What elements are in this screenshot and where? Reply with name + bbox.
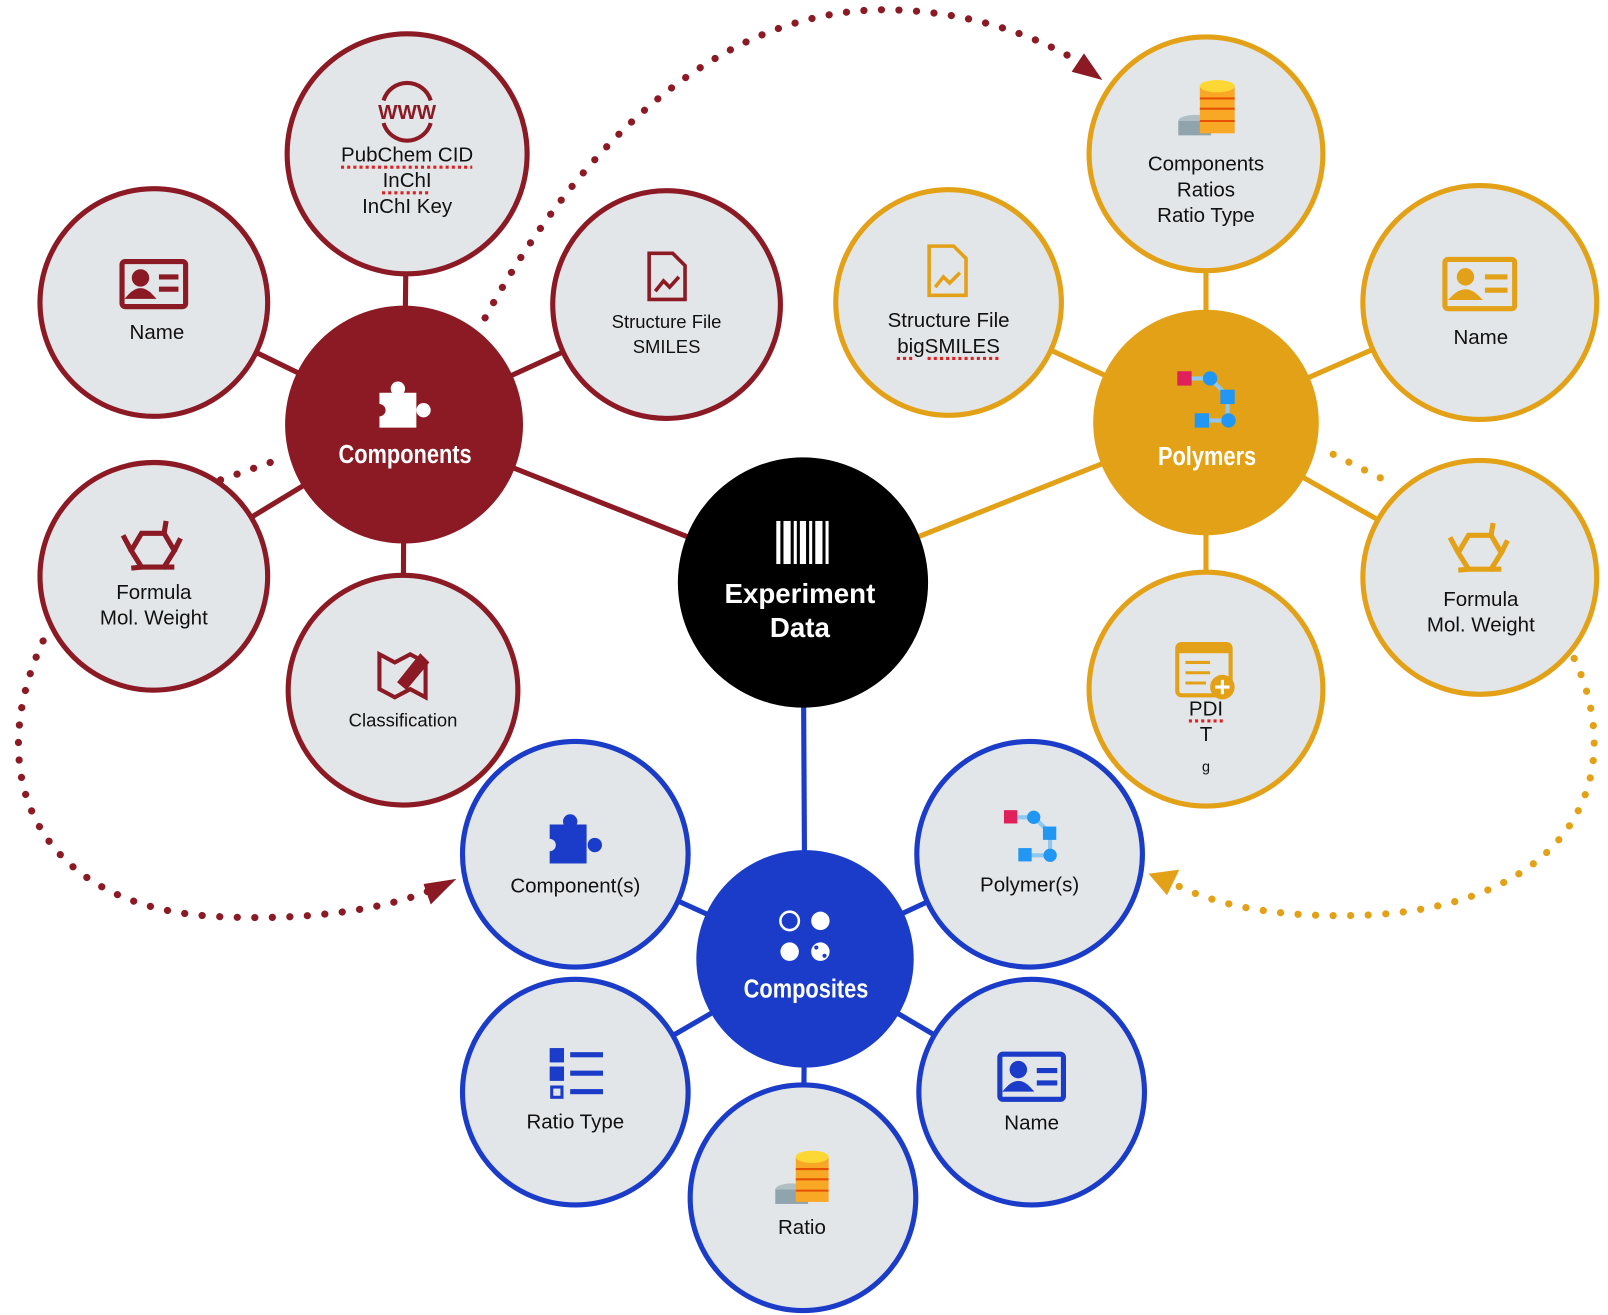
hub-composites[interactable] bbox=[696, 850, 913, 1067]
composite-ratio-type-label: Ratio Type bbox=[526, 1110, 624, 1136]
label-line: Structure File bbox=[612, 310, 722, 335]
label-line: Mol. Weight bbox=[1427, 613, 1535, 639]
label-line: Formula bbox=[1427, 588, 1535, 614]
label-line: Tg bbox=[1189, 722, 1223, 779]
arrowhead-icon bbox=[1149, 870, 1180, 896]
polymer-ratios-label: ComponentsRatiosRatio Type bbox=[1148, 152, 1264, 229]
classification-label: Classification bbox=[349, 708, 458, 734]
composite-components-label: Component(s) bbox=[510, 874, 640, 900]
label-line: Data bbox=[724, 611, 875, 645]
experiment-data-label: ExperimentData bbox=[724, 577, 875, 645]
label-text: PubChem CID bbox=[341, 144, 473, 167]
polymer-name-label: Name bbox=[1453, 326, 1508, 352]
label-line: InChI bbox=[383, 169, 432, 195]
label-line: Mol. Weight bbox=[100, 606, 208, 632]
node-classification[interactable] bbox=[288, 575, 518, 805]
arrowhead-icon bbox=[1072, 53, 1103, 80]
node-component-structure[interactable] bbox=[553, 191, 781, 419]
polymer-structure-label: Structure FilebigSMILES bbox=[888, 309, 1010, 360]
composite-ratio-label: Ratio bbox=[778, 1216, 826, 1242]
dotted-link bbox=[1333, 454, 1392, 484]
node-polymer-formula[interactable] bbox=[1363, 460, 1597, 694]
label-line: Experiment bbox=[724, 577, 875, 611]
label-line: Components bbox=[1148, 152, 1264, 178]
dotted-link bbox=[220, 459, 278, 480]
node-polymer-name[interactable] bbox=[1363, 186, 1597, 420]
label-line: InChI Key bbox=[341, 194, 473, 220]
label-line: bigSMILES bbox=[888, 334, 1010, 360]
components-label: Components bbox=[338, 443, 471, 469]
label-text: bigSMILES bbox=[897, 335, 1000, 358]
label-line: SMILES bbox=[612, 334, 722, 359]
label-line: Structure File bbox=[888, 309, 1010, 335]
node-polymer-structure[interactable] bbox=[836, 190, 1062, 416]
node-component-formula[interactable] bbox=[40, 463, 268, 691]
label-line: PDI bbox=[1189, 697, 1223, 723]
polymer-formula-label: FormulaMol. Weight bbox=[1427, 588, 1535, 639]
arrowhead-icon bbox=[424, 879, 457, 905]
label-text: T bbox=[1189, 722, 1223, 748]
svg-text:WWW: WWW bbox=[378, 101, 437, 124]
label-line: Ratios bbox=[1148, 178, 1264, 204]
label-subscript: g bbox=[1202, 758, 1210, 774]
component-name-label: Name bbox=[130, 320, 185, 346]
label-line: Formula bbox=[100, 580, 208, 606]
polymer-pdi-label: PDITg bbox=[1189, 697, 1223, 780]
label-line: PubChem CID bbox=[341, 143, 473, 169]
polymers-label: Polymers bbox=[1158, 445, 1256, 471]
component-formula-label: FormulaMol. Weight bbox=[100, 580, 208, 631]
label-line: Ratio Type bbox=[1148, 204, 1264, 230]
component-structure-label: Structure FileSMILES bbox=[612, 310, 722, 359]
pubchem-label: PubChem CIDInChIInChI Key bbox=[341, 143, 473, 220]
composite-polymers-label: Polymer(s) bbox=[980, 873, 1079, 899]
composite-name-label: Name bbox=[1004, 1111, 1059, 1137]
node-component-name[interactable] bbox=[40, 189, 268, 417]
label-text: PDI bbox=[1189, 698, 1223, 721]
node-composite-name[interactable] bbox=[919, 979, 1145, 1205]
barcode-icon bbox=[776, 521, 828, 564]
composites-label: Composites bbox=[744, 977, 869, 1003]
